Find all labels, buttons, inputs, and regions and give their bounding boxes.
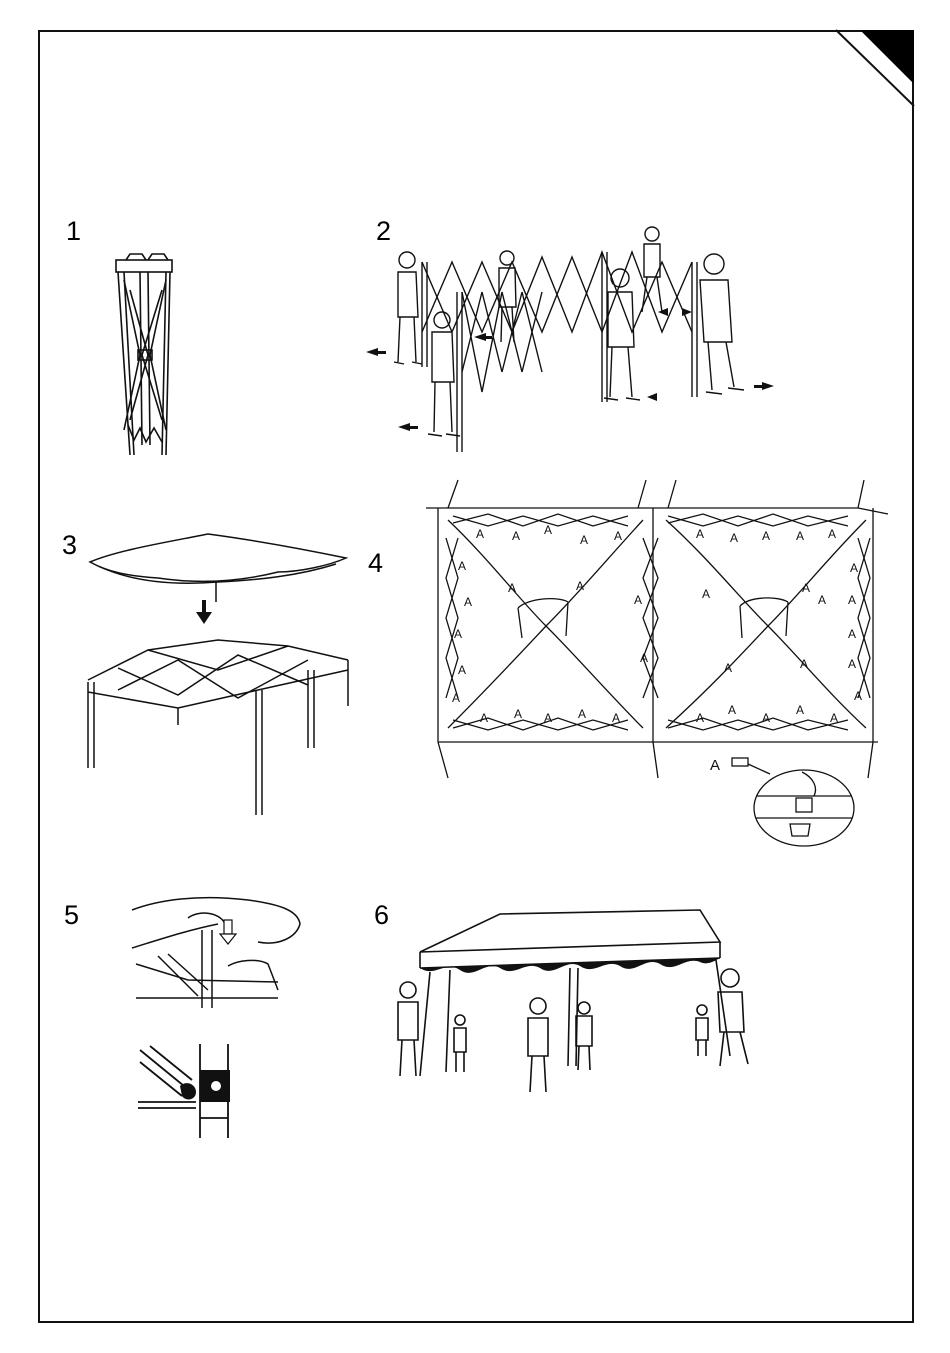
clip-a-label: A xyxy=(464,595,472,609)
clip-detail-circle xyxy=(748,764,854,846)
clip-a-label: A xyxy=(452,691,460,705)
clip-a-label: A xyxy=(634,593,642,607)
clip-a-label: A xyxy=(830,711,838,725)
clip-a-label: A xyxy=(696,527,704,541)
clip-a-label: A xyxy=(576,579,584,593)
clip-a-label: A xyxy=(512,529,520,543)
clip-a-label: A xyxy=(818,593,826,607)
step-number-3: 3 xyxy=(62,532,77,559)
expanding-frame-icon xyxy=(362,222,792,462)
clip-a-label: A xyxy=(612,711,620,725)
clip-a-label: A xyxy=(728,703,736,717)
clip-a-label: A xyxy=(850,561,858,575)
clip-a-label: A xyxy=(578,707,586,721)
clip-a-label: A xyxy=(696,711,704,725)
clip-a-label: A xyxy=(640,651,648,665)
clip-a-label: A xyxy=(454,627,462,641)
step-number-4: 4 xyxy=(368,550,383,577)
clip-a-label: A xyxy=(802,581,810,595)
clip-a-label: A xyxy=(476,527,484,541)
clip-a-label: A xyxy=(544,711,552,725)
clip-a-label: A xyxy=(580,533,588,547)
frame-top-view-icon: A A A A A A A A A A A A A A A A A A A A … xyxy=(418,478,898,856)
clip-a-label: A xyxy=(458,663,466,677)
clip-a-label: A xyxy=(614,529,622,543)
clip-a-label: A xyxy=(848,657,856,671)
clip-a-label: A xyxy=(762,529,770,543)
folded-frame-icon xyxy=(100,250,190,465)
clip-a-label: A xyxy=(458,559,466,573)
clip-a-label: A xyxy=(828,527,836,541)
clip-a-label: A xyxy=(544,523,552,537)
clip-a-label: A xyxy=(800,657,808,671)
clip-a-label: A xyxy=(796,703,804,717)
leg-lock-icon xyxy=(136,1040,246,1140)
clip-a-label: A xyxy=(702,587,710,601)
canopy-cover-icon xyxy=(78,520,368,820)
clip-a-label: A xyxy=(762,711,770,725)
clip-a-label: A xyxy=(848,593,856,607)
step-number-5: 5 xyxy=(64,902,79,929)
assembled-gazebo-icon xyxy=(390,906,760,1106)
clip-a-label: A xyxy=(848,627,856,641)
clip-a-label: A xyxy=(730,531,738,545)
clip-a-label: A xyxy=(480,711,488,725)
clip-a-label: A xyxy=(514,707,522,721)
legend-a-label: A xyxy=(710,757,720,774)
step-number-1: 1 xyxy=(66,218,81,245)
canopy-attach-icon xyxy=(128,890,308,1010)
clip-a-label: A xyxy=(796,529,804,543)
step-number-6: 6 xyxy=(374,902,389,929)
clip-a-label: A xyxy=(724,661,732,675)
clip-symbol xyxy=(732,758,748,766)
clip-a-label: A xyxy=(508,581,516,595)
clip-a-label: A xyxy=(854,689,862,703)
